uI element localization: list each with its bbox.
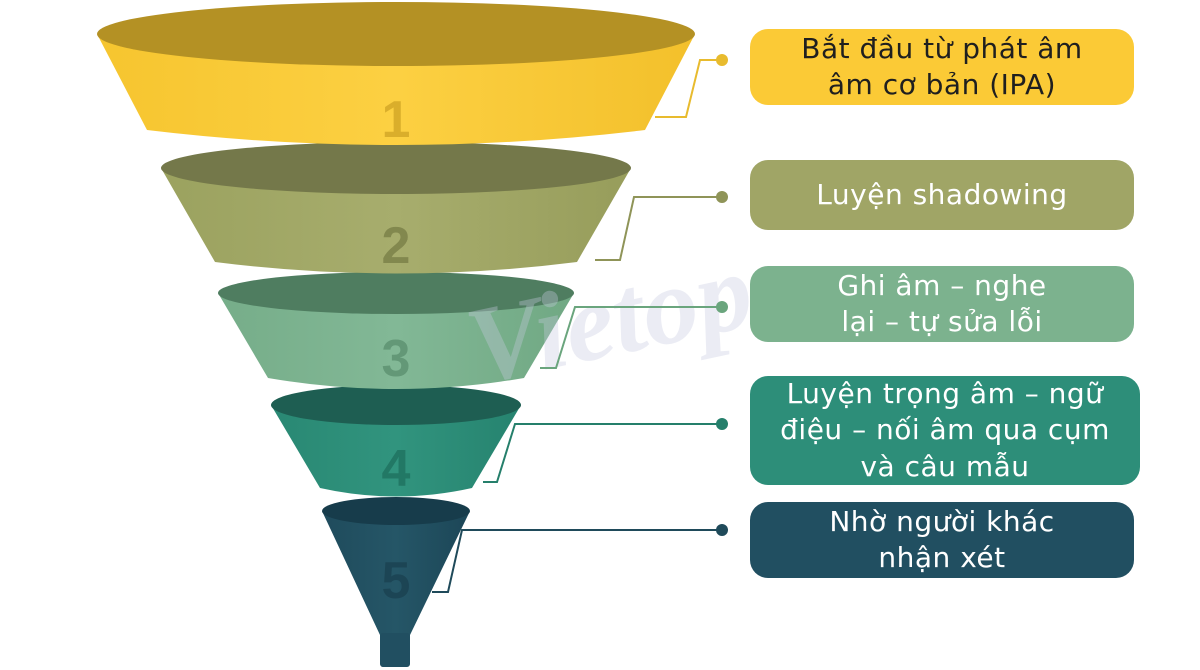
- stage-2-label: Luyện shadowing: [750, 160, 1134, 230]
- stage-3-label: Ghi âm – nghe lại – tự sửa lỗi: [750, 266, 1134, 342]
- stage-3-label-line-1: Ghi âm – nghe: [837, 268, 1047, 302]
- stage-1-label: Bắt đầu từ phát âm âm cơ bản (IPA): [750, 29, 1134, 105]
- funnel-stage-5: 5: [322, 497, 470, 667]
- stage-5-label: Nhờ người khác nhận xét: [750, 502, 1134, 578]
- funnel-stage-1: 1: [97, 2, 695, 149]
- stage-4-label: Luyện trọng âm – ngữ điệu – nối âm qua c…: [750, 376, 1140, 485]
- funnel-stage-4: 4: [271, 385, 521, 498]
- funnel-number-1: 1: [382, 91, 411, 149]
- connector-5: [432, 524, 728, 593]
- stage-4-label-line-1: Luyện trọng âm – ngữ: [786, 376, 1104, 410]
- funnel-stage-3: 3: [218, 272, 574, 389]
- connector-4: [483, 418, 728, 483]
- stage-3-label-line-2: lại – tự sửa lỗi: [841, 305, 1043, 338]
- connector-1: [655, 54, 728, 118]
- stage-4-label-line-3: và câu mẫu: [860, 449, 1030, 483]
- stage-1-label-line-1: Bắt đầu từ phát âm: [801, 31, 1083, 65]
- funnel-number-3: 3: [382, 330, 411, 388]
- stage-5-label-line-1: Nhờ người khác: [829, 504, 1055, 538]
- funnel-number-2: 2: [382, 217, 411, 275]
- connector-2: [595, 191, 728, 261]
- funnel-stage-2: 2: [161, 142, 631, 275]
- stage-1-label-line-2: âm cơ bản (IPA): [827, 68, 1057, 101]
- funnel-number-5: 5: [382, 552, 411, 610]
- stage-4-label-line-2: điệu – nối âm qua cụm: [780, 413, 1110, 447]
- connector-3: [540, 301, 728, 369]
- stage-5-label-line-2: nhận xét: [878, 541, 1006, 574]
- stage-2-label-line-1: Luyện shadowing: [816, 177, 1068, 211]
- funnel-number-4: 4: [382, 440, 411, 498]
